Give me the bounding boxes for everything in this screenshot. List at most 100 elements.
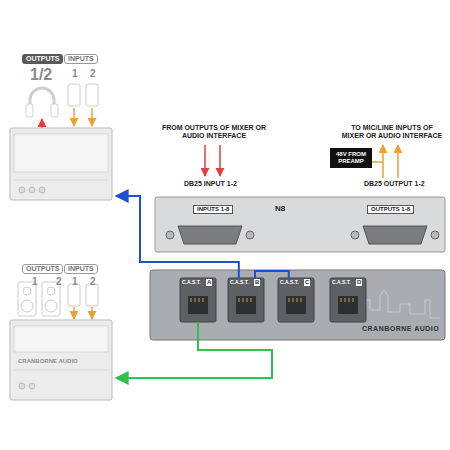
jack-contact [297,298,298,302]
input-pill: INPUTS [64,264,98,274]
jack-contact [251,298,252,302]
front-panel [150,270,445,340]
speaker-icon [42,282,60,316]
cable-connector [255,271,289,278]
port-letter: D [356,279,362,286]
signal-arrow [91,307,93,319]
brand-label: CRANBORNE AUDIO [362,325,439,333]
front-panel [14,134,108,172]
note-label: DB25 OUTPUT 1-2 [364,180,425,188]
port-housing [330,278,366,322]
cast-port: C.A.S.T. A [180,278,216,322]
rear-panel [155,197,445,252]
cast-port: C.A.S.T. B [228,278,264,322]
screw [246,231,254,239]
signal-arrow [204,145,206,176]
front-panel [14,326,108,352]
jack [19,383,25,389]
brand-label: CRANBORNE AUDIO [18,358,78,365]
jack-contact [195,298,196,302]
jack-contact [353,298,354,302]
signal-arrow [91,108,93,126]
source-icon [68,284,80,306]
rj45-jack [338,296,358,314]
device-body [10,320,112,400]
jack [39,187,45,193]
channel-number: 1 [72,276,78,288]
rj45-jack [236,296,256,314]
note-label: TO MIC/LINE INPUTS OF MIXER OR AUDIO INT… [340,124,444,141]
n8-rear [155,145,445,252]
channel-number: 1 [32,276,38,288]
jack [19,187,25,193]
panel-line [14,370,108,371]
jack-contact [203,298,204,302]
output-pill: OUTPUTS [22,54,63,64]
panel-label: INPUTS 1-8 [193,205,233,214]
note-label: FROM OUTPUTS OF MIXER OR AUDIO INTERFACE [158,124,270,141]
phantom-box: 48V FROM PREAMP [330,148,372,168]
screw [166,231,174,239]
device-body [10,128,112,200]
port-housing [228,278,264,322]
rj45-jack [188,296,208,314]
speaker-cone [21,300,33,312]
jack-contact [341,298,342,302]
headphone-cup [26,104,33,117]
device-unit: OUTPUTS12INPUTS12CRANBORNE AUDIO [8,262,116,412]
signal-arrow [219,145,221,176]
source-icon [68,84,80,106]
jack-contact [349,298,350,302]
jack [29,187,35,193]
speaker-cone [45,300,57,312]
port-housing [180,278,216,322]
speaker-unit [10,282,112,400]
source-icon [86,284,98,306]
channel-number: 2 [90,276,96,288]
jack [29,383,35,389]
port-letter: C [304,279,310,286]
cast-port: C.A.S.T. C [278,278,314,322]
jack-contact [239,298,240,302]
port-label: C.A.S.T. [230,280,249,286]
headphone-unit [10,84,112,200]
panel-line [14,180,108,181]
cast-port: C.A.S.T. D [330,278,366,322]
phantom-label: 48V FROM PREAMP [332,151,370,165]
port-label: C.A.S.T. [280,280,299,286]
input-pill: INPUTS [64,54,98,64]
channel-number: 1 [72,68,78,80]
signal-arrow [73,108,75,126]
channel-number: 1/2 [30,66,52,84]
jack-contact [247,298,248,302]
jack-contact [191,298,192,302]
source-icon [86,84,98,106]
cast-panel-art [150,270,445,340]
channel-number: 2 [56,276,62,288]
jack-contact [243,298,244,302]
speaker-icon [18,282,36,316]
output-pill: OUTPUTS [22,264,63,274]
db25-connector [363,226,427,244]
cable-connector [116,322,272,378]
port-art [180,278,366,322]
port-label: C.A.S.T. [182,280,201,286]
port-letter: A [206,279,212,286]
rj45-jack [286,296,306,314]
rear-panel: INPUTS 1-8N8OUTPUTS 1-8 [155,197,445,252]
jack-contact [345,298,346,302]
port-letter: B [254,279,260,286]
speaker-cone [23,287,31,295]
cast-panel: CRANBORNE AUDIOC.A.S.T.AC.A.S.T.BC.A.S.T… [150,270,445,340]
port-label: C.A.S.T. [332,280,351,286]
jack-contact [289,298,290,302]
model-label: N8 [275,204,285,213]
screw [351,231,359,239]
jack-contact [199,298,200,302]
jack-contact [301,298,302,302]
signal-arrow [73,307,75,319]
jack-contact [293,298,294,302]
